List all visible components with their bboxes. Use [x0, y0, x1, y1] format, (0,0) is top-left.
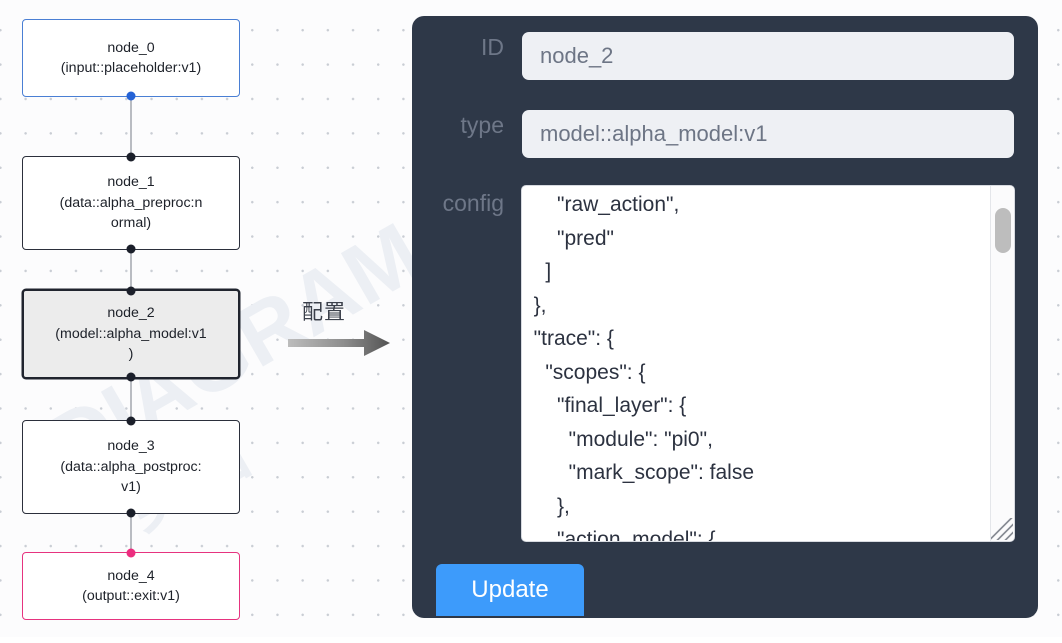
- config-scrollbar[interactable]: [990, 186, 1014, 541]
- node-title: node_1: [107, 174, 155, 191]
- node-title: node_0: [107, 39, 155, 56]
- graph-node-label: node_0(input::placeholder:v1): [61, 38, 201, 79]
- field-label-config: config: [442, 190, 504, 216]
- field-row-config: config "raw_action", "pred" ] }, "trace"…: [412, 186, 1014, 541]
- node-handle-bottom[interactable]: [126, 91, 136, 101]
- node-title: node_4: [107, 567, 155, 584]
- resize-grip-icon[interactable]: [991, 518, 1013, 540]
- config-textarea[interactable]: "raw_action", "pred" ] }, "trace": { "sc…: [533, 193, 754, 541]
- node-subtitle: (model::alpha_model:v1 ): [55, 325, 207, 363]
- config-textarea-wrapper: "raw_action", "pred" ] }, "trace": { "sc…: [522, 186, 1014, 541]
- edge-node0-node1: [130, 96, 132, 158]
- graph-node-node_3[interactable]: node_3(data::alpha_postproc: v1): [22, 416, 240, 518]
- node-title: node_3: [107, 438, 155, 455]
- graph-node-node_4[interactable]: node_4(output::exit:v1): [22, 548, 240, 620]
- annotation-label: 配置: [302, 300, 346, 324]
- field-row-type: type: [412, 110, 1014, 158]
- node-handle-top[interactable]: [126, 548, 136, 558]
- config-scrollbar-thumb[interactable]: [995, 208, 1011, 253]
- graph-node-label: node_4(output::exit:v1): [82, 566, 180, 607]
- graph-node-label: node_3(data::alpha_postproc: v1): [60, 436, 201, 498]
- id-input[interactable]: [522, 32, 1014, 80]
- edge-node2-node3: [130, 378, 132, 422]
- node-subtitle: (output::exit:v1): [82, 588, 180, 604]
- graph-node-node_2[interactable]: node_2(model::alpha_model:v1 ): [22, 286, 240, 382]
- node-subtitle: (input::placeholder:v1): [60, 60, 202, 76]
- type-input[interactable]: [522, 110, 1014, 158]
- field-row-id: ID: [412, 32, 1014, 80]
- node-handle-top[interactable]: [126, 416, 136, 426]
- field-label-id: ID: [481, 34, 504, 60]
- edge-node3-node4: [130, 513, 132, 554]
- field-label-type: type: [460, 112, 504, 138]
- node-handle-bottom[interactable]: [126, 508, 136, 518]
- right-arrow-icon: [288, 330, 390, 356]
- node-handle-top[interactable]: [126, 152, 136, 162]
- node-handle-bottom[interactable]: [126, 244, 136, 254]
- graph-node-node_0[interactable]: node_0(input::placeholder:v1): [22, 19, 240, 101]
- node-config-panel: ID type config "raw_action", "pred" ] },…: [412, 16, 1038, 618]
- update-button[interactable]: Update: [436, 564, 584, 616]
- node-handle-bottom[interactable]: [126, 372, 136, 382]
- node-handle-top[interactable]: [126, 286, 136, 296]
- node-subtitle: (data::alpha_preproc:n ormal): [59, 194, 203, 232]
- node-title: node_2: [107, 305, 155, 322]
- graph-node-label: node_2(model::alpha_model:v1 ): [55, 303, 206, 365]
- annotation-group: 配置: [286, 296, 398, 362]
- edge-node1-node2: [130, 249, 132, 291]
- node-subtitle: (data::alpha_postproc: v1): [60, 458, 202, 496]
- canvas-bottom-margin: [0, 637, 1062, 643]
- graph-node-label: node_1(data::alpha_preproc:n ormal): [60, 172, 203, 234]
- graph-node-node_1[interactable]: node_1(data::alpha_preproc:n ormal): [22, 152, 240, 254]
